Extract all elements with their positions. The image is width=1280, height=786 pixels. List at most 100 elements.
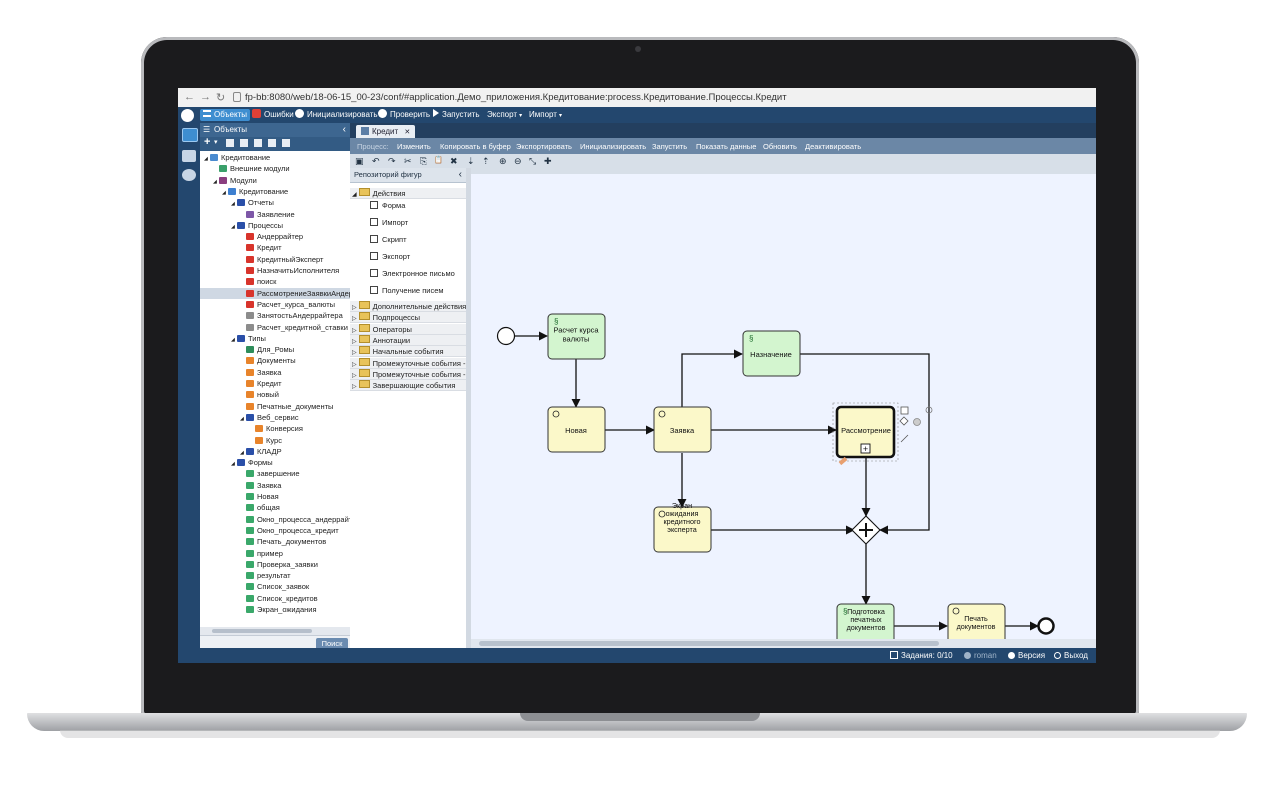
redo-icon[interactable]: ↷ xyxy=(388,156,396,166)
tree-item[interactable]: Кредит xyxy=(200,378,350,389)
paste-icon[interactable] xyxy=(268,139,276,147)
delete-icon[interactable]: ✖ xyxy=(450,156,458,166)
add-end-icon[interactable] xyxy=(913,418,921,426)
wrench-icon[interactable] xyxy=(838,456,848,466)
tree-item[interactable]: ◢Модули xyxy=(200,175,350,186)
expand-arrow-icon[interactable]: ◢ xyxy=(231,201,235,208)
tree-item[interactable]: пример xyxy=(200,548,350,559)
tree-item[interactable]: общая xyxy=(200,502,350,513)
tree-item[interactable]: Окно_процесса_кредит xyxy=(200,525,350,536)
flow-application-assign[interactable] xyxy=(681,349,743,407)
tree-item[interactable]: РассмотрениеЗаявкиАндеррайтером xyxy=(200,287,387,299)
close-icon[interactable]: ✕ xyxy=(404,129,411,136)
undo-icon[interactable]: ↶ xyxy=(372,156,380,166)
parallel-gateway[interactable] xyxy=(851,515,881,545)
tree-item[interactable]: Экран_ожидания xyxy=(200,604,350,615)
end-event[interactable] xyxy=(1037,617,1055,635)
move-up-icon[interactable]: ⇡ xyxy=(482,156,490,166)
chevron-down-icon[interactable]: ▾ xyxy=(214,139,218,146)
tree-item[interactable]: Заявка xyxy=(200,367,350,378)
tree-item[interactable]: Кредит xyxy=(200,242,350,253)
task-review[interactable]: + Рассмотрение xyxy=(832,402,899,462)
zoom-in-icon[interactable]: ⊕ xyxy=(499,156,507,166)
expand-arrow-icon[interactable]: ◢ xyxy=(240,415,244,422)
move-down-icon[interactable]: ⇣ xyxy=(467,156,475,166)
import-menu-button[interactable]: Импорт▾ xyxy=(526,109,565,121)
expand-arrow-icon[interactable]: ◢ xyxy=(231,336,235,343)
tree-item[interactable]: ◢Отчеты xyxy=(200,197,350,208)
tree-item[interactable]: ◢Типы xyxy=(200,333,350,344)
add-event-icon[interactable] xyxy=(925,406,933,414)
change-button[interactable]: Изменить xyxy=(397,142,431,151)
run-button[interactable]: Запустить xyxy=(430,109,483,121)
tree-item[interactable]: Конверсия xyxy=(200,423,350,434)
tree-item[interactable]: поиск xyxy=(200,276,350,287)
flow-assign-gateway[interactable] xyxy=(800,353,930,535)
task-new[interactable]: Новая xyxy=(547,406,606,453)
repository-shape[interactable]: Импорт xyxy=(370,217,408,229)
tree-scrollbar[interactable] xyxy=(200,627,350,635)
repository-shape[interactable]: Электронное письмо xyxy=(370,268,455,280)
errors-button[interactable]: Ошибки xyxy=(249,109,297,121)
expand-arrow-icon[interactable]: ◢ xyxy=(222,189,226,196)
tree-item[interactable]: ◢Кредитование xyxy=(200,152,350,163)
tree-item[interactable]: ◢Формы xyxy=(200,457,350,468)
tree-item[interactable]: Андеррайтер xyxy=(200,231,350,242)
task-assign[interactable]: § Назначение xyxy=(742,330,801,377)
export-process-button[interactable]: Экспортировать xyxy=(516,142,572,151)
fit-icon[interactable]: ⤡ xyxy=(529,156,537,166)
initialize-button[interactable]: Инициализировать xyxy=(292,109,381,121)
tree-item[interactable]: ◢Веб_сервис xyxy=(200,412,350,423)
delete-icon[interactable] xyxy=(240,139,248,147)
add-task-icon[interactable] xyxy=(900,406,909,415)
repository-category[interactable]: ▷Подпроцессы xyxy=(350,312,466,324)
settings-icon[interactable] xyxy=(182,169,196,181)
tree-item[interactable]: ◢Процессы xyxy=(200,220,350,231)
copy-icon[interactable]: ⎘ xyxy=(420,156,428,166)
repository-category[interactable]: ▷Начальные события xyxy=(350,346,466,358)
tree-item[interactable]: НазначитьИсполнителя xyxy=(200,265,350,276)
save-icon[interactable]: ▣ xyxy=(355,156,364,166)
repository-shape[interactable]: Экспорт xyxy=(370,251,410,263)
tree-item[interactable]: ◢КЛАДР xyxy=(200,446,350,457)
add-icon[interactable]: ✚ xyxy=(544,156,552,166)
copy-icon[interactable] xyxy=(254,139,262,147)
repository-category[interactable]: ▷Дополнительные действия xyxy=(350,301,466,312)
expand-arrow-icon[interactable]: ▷ xyxy=(352,361,357,368)
search-button[interactable]: Поиск xyxy=(316,638,348,650)
globe-icon[interactable] xyxy=(181,109,194,122)
expand-arrow-icon[interactable]: ▷ xyxy=(352,305,357,311)
expand-arrow-icon[interactable]: ▷ xyxy=(352,338,357,345)
tree-item[interactable]: Печатные_документы xyxy=(200,401,350,412)
export-icon[interactable] xyxy=(282,139,290,147)
expand-arrow-icon[interactable]: ◢ xyxy=(231,461,235,468)
address-field[interactable]: fp-bb:8080/web/18-06-15_00-23/conf/#appl… xyxy=(245,92,787,103)
repository-category[interactable]: ▷Завершающие события xyxy=(350,380,466,392)
paste-icon[interactable]: 📋 xyxy=(434,157,443,164)
collapse-panel-button[interactable]: ‹ xyxy=(342,124,346,135)
connect-icon[interactable] xyxy=(900,434,909,443)
expand-arrow-icon[interactable]: ▷ xyxy=(352,316,357,323)
collapse-repository-button[interactable]: ‹ xyxy=(458,169,462,180)
tree-item[interactable]: Расчет_кредитной_ставки xyxy=(200,322,350,333)
add-icon[interactable]: + xyxy=(204,136,211,148)
tree-item[interactable]: Заявление xyxy=(200,209,350,220)
tree-item[interactable]: Печать_документов xyxy=(200,536,350,547)
repository-shape[interactable]: Скрипт xyxy=(370,234,407,246)
copy-to-buffer-button[interactable]: Копировать в буфер xyxy=(440,142,511,151)
expand-arrow-icon[interactable]: ▷ xyxy=(352,350,357,357)
repository-category[interactable]: ▷Аннотации xyxy=(350,334,466,346)
zoom-out-icon[interactable]: ⊖ xyxy=(514,156,522,166)
expand-arrow-icon[interactable]: ◢ xyxy=(240,449,244,456)
run-process-button[interactable]: Запустить xyxy=(652,142,688,151)
expand-arrow-icon[interactable]: ◢ xyxy=(213,178,217,185)
repository-category[interactable]: ◢Действия xyxy=(350,188,466,199)
tree-item[interactable]: новый xyxy=(200,389,350,400)
scrollbar-thumb[interactable] xyxy=(212,629,312,633)
users-icon[interactable] xyxy=(182,150,196,162)
tree-item[interactable]: ◢Кредитование xyxy=(200,186,350,197)
tree-item[interactable]: Курс xyxy=(200,435,350,446)
